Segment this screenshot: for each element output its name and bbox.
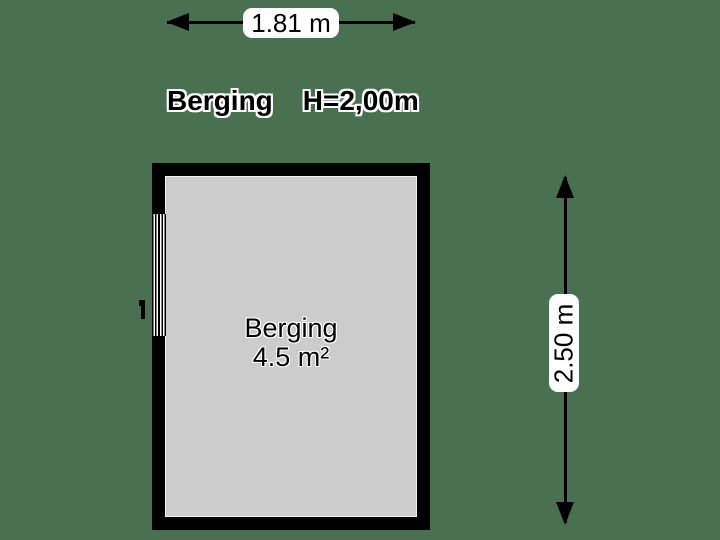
room-area: 4.5 m²	[252, 342, 330, 372]
arrow-left-icon	[166, 13, 189, 31]
room-floor	[165, 176, 417, 517]
room-label: Berging 4.5 m²	[166, 314, 416, 372]
arrow-right-icon	[393, 13, 416, 31]
width-dimension-label: 1.81 m	[243, 8, 339, 38]
arrow-up-icon	[556, 175, 574, 198]
height-dimension-label: 2.50 m	[549, 294, 579, 392]
height-dimension-value: 2.50 m	[548, 303, 579, 383]
arrow-down-icon	[556, 502, 574, 525]
plan-title: Berging H=2,00m	[167, 86, 419, 116]
width-dimension-value: 1.81 m	[251, 7, 331, 38]
plan-title-room-name: Berging	[167, 85, 273, 116]
window-icon	[152, 214, 166, 336]
plan-title-ceiling-height: H=2,00m	[302, 85, 419, 116]
wall-fragment-icon	[141, 306, 145, 319]
wall-fragment-icon	[139, 300, 145, 306]
room-name: Berging	[244, 313, 338, 343]
